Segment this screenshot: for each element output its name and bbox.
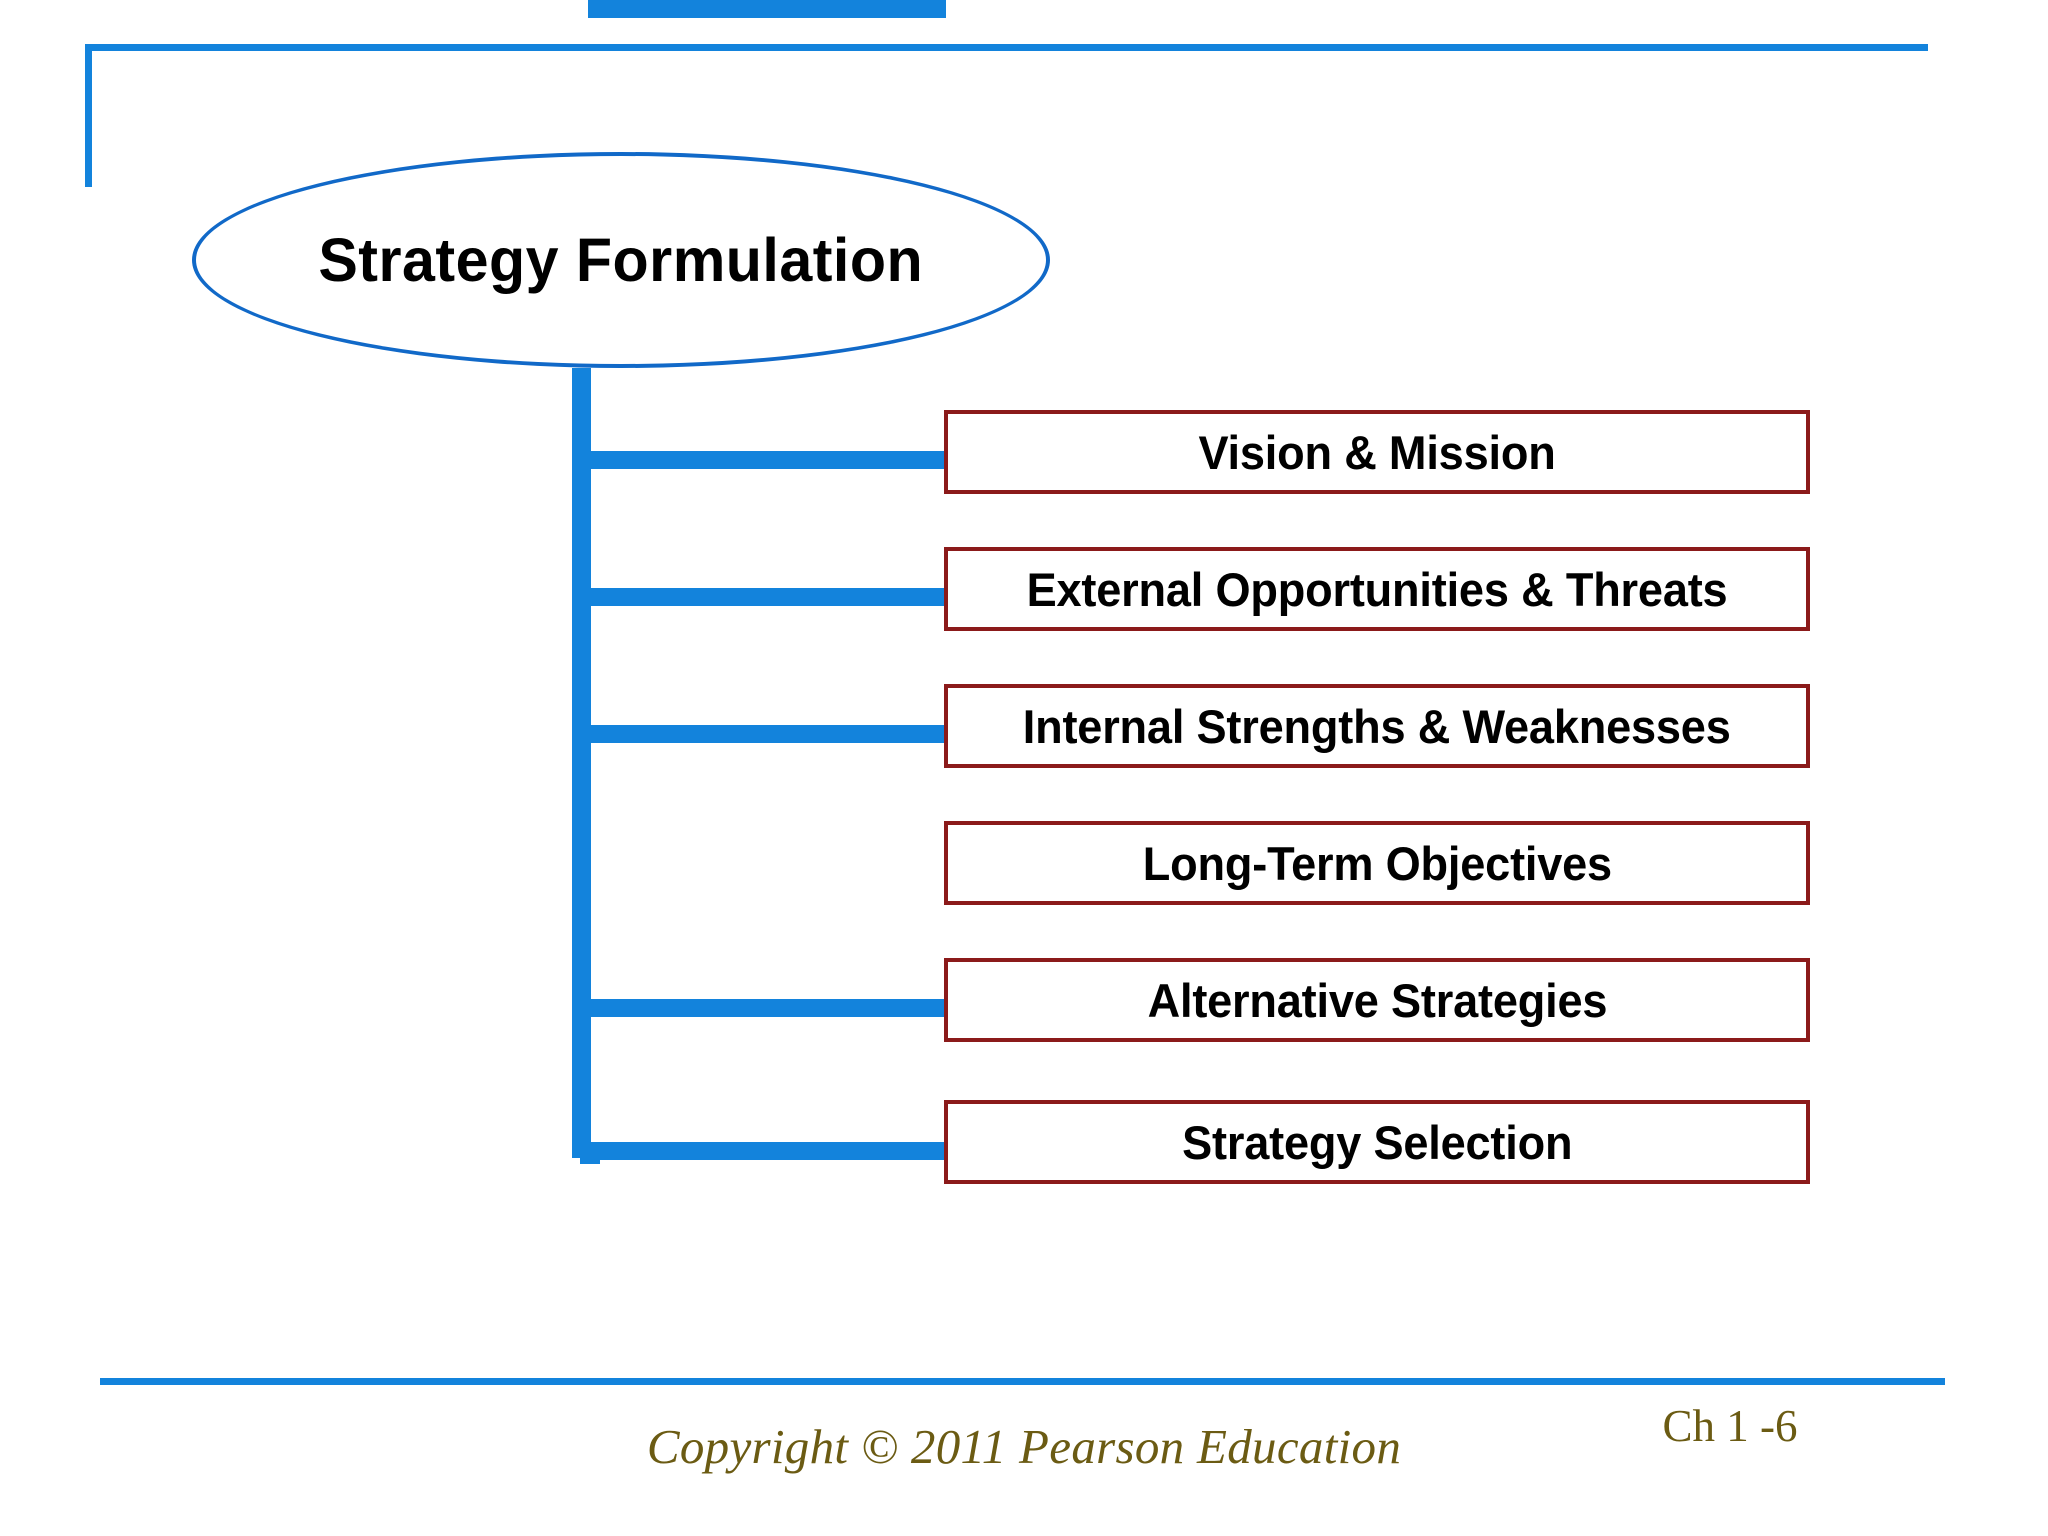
root-node-label: Strategy Formulation bbox=[318, 226, 924, 294]
node-box-internal-strengths-weaknesses[interactable]: Internal Strengths & Weaknesses bbox=[944, 684, 1810, 768]
footer-rule bbox=[100, 1378, 1945, 1385]
node-label: Internal Strengths & Weaknesses bbox=[1023, 699, 1731, 753]
branch-connector-1 bbox=[588, 451, 946, 469]
node-box-strategy-selection[interactable]: Strategy Selection bbox=[944, 1100, 1810, 1184]
node-label: Vision & Mission bbox=[1198, 425, 1556, 479]
copyright-text: Copyright © 2011 Pearson Education bbox=[646, 1419, 1402, 1474]
left-rule bbox=[85, 44, 92, 187]
node-label: Long-Term Objectives bbox=[1142, 836, 1612, 890]
branch-connector-2 bbox=[588, 588, 946, 606]
node-box-long-term-objectives[interactable]: Long-Term Objectives bbox=[944, 821, 1810, 905]
root-node-ellipse[interactable]: Strategy Formulation bbox=[192, 152, 1050, 368]
node-label: Strategy Selection bbox=[1181, 1115, 1573, 1169]
branch-connector-5 bbox=[588, 999, 946, 1017]
branch-connector-4 bbox=[588, 0, 946, 18]
top-rule bbox=[85, 44, 1928, 51]
node-box-alternative-strategies[interactable]: Alternative Strategies bbox=[944, 958, 1810, 1042]
node-label: Alternative Strategies bbox=[1147, 973, 1607, 1027]
branch-connector-6 bbox=[588, 1142, 946, 1160]
trunk-connector bbox=[572, 368, 591, 1158]
page-number: Ch 1 -6 bbox=[1662, 1401, 1798, 1451]
node-box-external-opportunities-threats[interactable]: External Opportunities & Threats bbox=[944, 547, 1810, 631]
node-box-vision-mission[interactable]: Vision & Mission bbox=[944, 410, 1810, 494]
branch-connector-3 bbox=[588, 725, 946, 743]
node-label: External Opportunities & Threats bbox=[1026, 562, 1728, 616]
